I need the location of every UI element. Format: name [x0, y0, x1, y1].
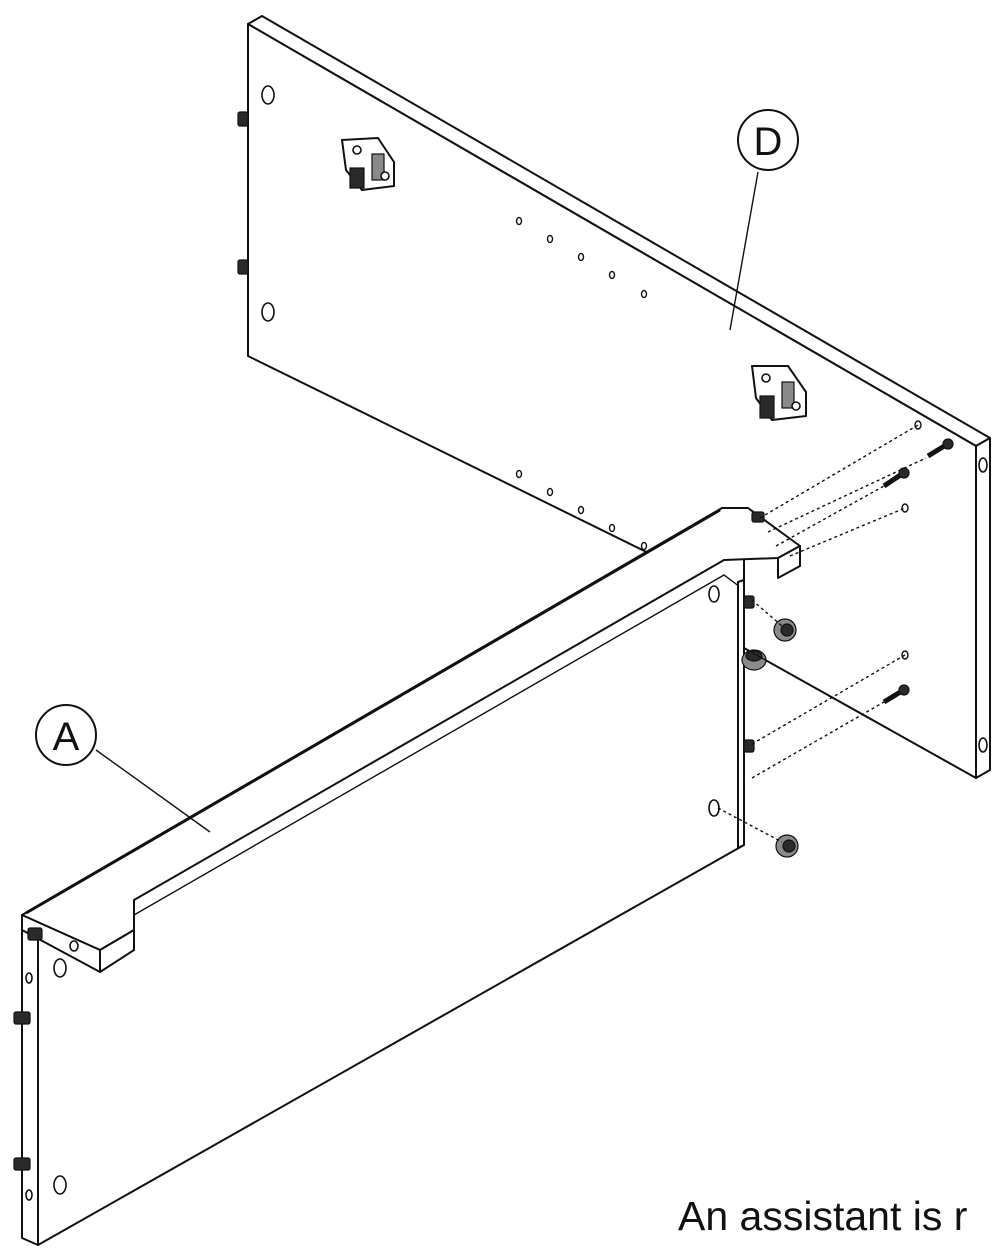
dowel — [27, 927, 43, 941]
cam-lock — [741, 649, 767, 671]
bolt-hole — [901, 650, 909, 660]
panel-a-edge-hole — [25, 1189, 33, 1201]
dowel — [751, 511, 765, 523]
footer-text: An assistant is r — [678, 1194, 968, 1239]
panel-d-hole — [261, 85, 275, 105]
panel-a-cleat-top-line — [25, 508, 721, 915]
bolt-hole — [901, 503, 909, 513]
panel-a-right-edge — [737, 579, 745, 849]
callout-d-label: D — [754, 120, 783, 164]
shelf-pin-holes-lower — [515, 469, 648, 551]
dowel — [237, 111, 249, 127]
panel-d-hole — [261, 302, 275, 322]
panel-d-right-edge — [975, 437, 991, 779]
panel-a-hole — [53, 1175, 67, 1195]
callout-a-label: A — [53, 715, 80, 759]
panel-d-edge-hole — [978, 737, 988, 753]
cam-lock — [773, 618, 797, 642]
panel-a-edge-hole — [25, 972, 33, 984]
hinge-plate-lower — [751, 365, 807, 421]
panel-a-cleat-hole — [69, 940, 79, 952]
panel-a-hole — [708, 585, 720, 603]
assembly-guides — [717, 424, 977, 843]
panel-a-cleat-end — [99, 929, 135, 973]
dowel — [237, 259, 249, 275]
panel-a — [13, 507, 801, 1246]
leader-line-a — [95, 749, 211, 833]
dowel — [13, 1011, 31, 1025]
bolt — [926, 438, 954, 459]
panel-a-hole — [708, 799, 720, 817]
hinge-plate-upper — [341, 137, 395, 191]
bolt-hole — [914, 420, 922, 430]
callout-a: A — [35, 704, 97, 766]
dowel — [743, 739, 755, 753]
leader-line-d — [729, 171, 759, 331]
panel-d — [237, 15, 991, 779]
panel-a-cleat-back-end — [777, 545, 801, 579]
dowel — [743, 595, 755, 609]
bolt — [882, 684, 910, 705]
callout-d: D — [737, 109, 799, 171]
cam-lock — [775, 834, 799, 858]
shelf-pin-holes-upper — [515, 216, 648, 299]
panel-d-edge-hole — [978, 457, 988, 473]
panel-a-hole — [53, 958, 67, 978]
dowel — [13, 1157, 31, 1171]
